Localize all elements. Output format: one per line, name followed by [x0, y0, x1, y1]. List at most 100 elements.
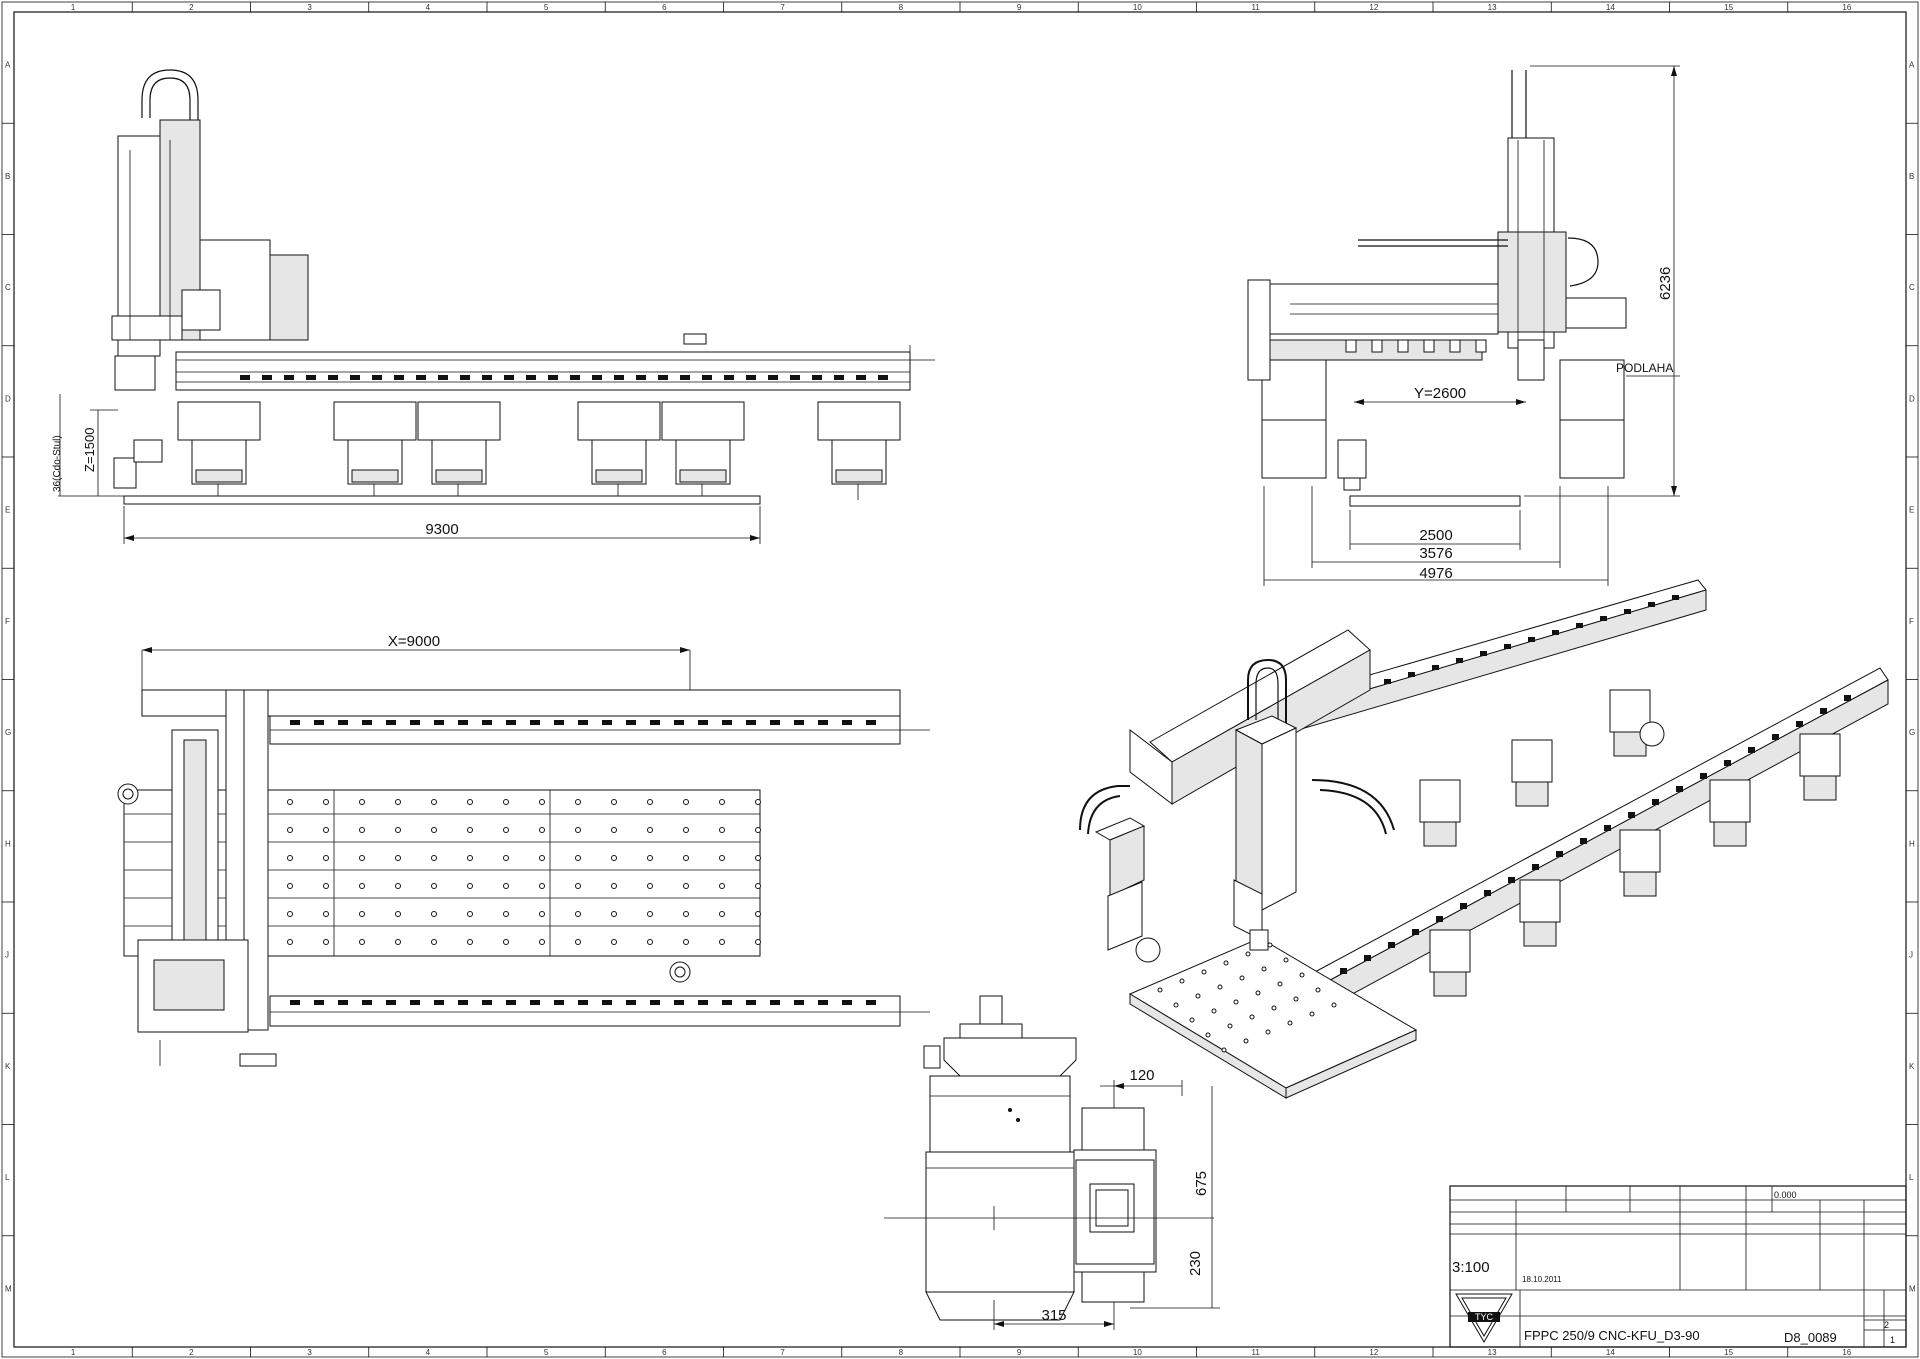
rail-leg — [1419, 779, 1461, 823]
dim-675: 675 — [1193, 1171, 1210, 1196]
rail-slot — [578, 1000, 588, 1005]
rail-slot — [790, 375, 800, 380]
rail-leg — [1519, 879, 1561, 923]
dim-2500: 2500 — [1419, 527, 1452, 544]
rail-slot — [650, 720, 660, 725]
table-hole — [395, 911, 401, 917]
table-hole — [1249, 1014, 1255, 1020]
rail-slot — [410, 720, 420, 725]
rail-slot — [698, 720, 708, 725]
rail-slot — [578, 720, 588, 725]
dim-3576: 3576 — [1419, 545, 1452, 562]
grid-col-label: 6 — [662, 1348, 667, 1357]
table-hole — [1223, 960, 1229, 966]
rail-slot — [722, 1000, 732, 1005]
rail-slot — [1600, 616, 1607, 621]
side-view: 9300 Z=1500 36(Cdo-Stul) — [52, 69, 935, 544]
table-hole — [287, 883, 293, 889]
rail-slot — [1580, 838, 1587, 844]
support-leg — [595, 469, 643, 483]
table-hole — [1189, 1017, 1195, 1023]
rail-slot — [482, 1000, 492, 1005]
grid-row-label: F — [5, 617, 10, 626]
table-hole — [1265, 1029, 1271, 1035]
rail-slot — [570, 375, 580, 380]
sheet-number: 2 — [1884, 1320, 1889, 1330]
rail-leg — [1713, 821, 1747, 847]
mass-value: 0.000 — [1774, 1190, 1797, 1200]
rail-leg — [1623, 871, 1657, 897]
grid-col-label: 15 — [1724, 1348, 1733, 1357]
rail-slot — [1772, 734, 1779, 740]
table-hole — [719, 799, 725, 805]
table-hole — [323, 883, 329, 889]
rail-leg — [1423, 821, 1457, 847]
support-leg — [177, 401, 261, 441]
table-hole — [503, 855, 509, 861]
table-hole — [395, 855, 401, 861]
grid-col-label: 5 — [544, 1348, 549, 1357]
table-hole — [683, 827, 689, 833]
grid-row-label: E — [1909, 506, 1914, 515]
rail-slot — [1532, 864, 1539, 870]
rail-slot — [262, 375, 272, 380]
grid-col-label: 6 — [662, 3, 667, 12]
grid-row-label: C — [5, 283, 11, 292]
rail-slot — [674, 1000, 684, 1005]
rail-slot — [1528, 637, 1535, 642]
grid-col-label: 14 — [1606, 3, 1615, 12]
support-leg — [351, 469, 399, 483]
grid-col-label: 9 — [1017, 3, 1022, 12]
table-hole — [575, 939, 581, 945]
table-hole — [1309, 1011, 1315, 1017]
support-leg — [817, 401, 901, 441]
grid-col-label: 15 — [1724, 3, 1733, 12]
grid-row-label: H — [1909, 839, 1915, 848]
table-hole — [1239, 975, 1245, 981]
grid-row-label: H — [5, 839, 11, 848]
grid-row-label: C — [1909, 283, 1915, 292]
rail-slot — [438, 375, 448, 380]
rail-leg — [1799, 733, 1841, 777]
rail-slot — [482, 720, 492, 725]
table-hole — [719, 939, 725, 945]
table-hole — [1277, 981, 1283, 987]
rail-slot — [1436, 916, 1443, 922]
title-block: TYC 3:100 18.10.2011 FPPC 250/9 CNC-KFU_… — [1449, 1185, 1907, 1348]
rail-leg — [1515, 781, 1549, 807]
beam-slot — [1449, 339, 1461, 353]
dim-4976: 4976 — [1419, 565, 1452, 582]
rail-slot — [1552, 630, 1559, 635]
grid-col-label: 4 — [426, 3, 431, 12]
support-leg — [679, 469, 727, 483]
rail-slot — [458, 720, 468, 725]
table-hole — [1283, 957, 1289, 963]
dim-9300: 9300 — [425, 521, 458, 538]
table-hole — [575, 827, 581, 833]
table-hole — [575, 799, 581, 805]
table-hole — [539, 939, 545, 945]
grid-row-label: E — [5, 506, 10, 515]
grid-col-label: 12 — [1369, 1348, 1378, 1357]
table-hole — [467, 799, 473, 805]
rail-leg — [1511, 739, 1553, 783]
rail-slot — [1340, 968, 1347, 974]
rail-slot — [698, 1000, 708, 1005]
table-hole — [1195, 993, 1201, 999]
table-hole — [359, 799, 365, 805]
grid-col-label: 1 — [71, 1348, 76, 1357]
rail-slot — [338, 1000, 348, 1005]
table-hole — [755, 855, 761, 861]
support-leg — [835, 469, 883, 483]
rail-slot — [290, 720, 300, 725]
table-hole — [1201, 969, 1207, 975]
table-hole — [431, 939, 437, 945]
table-hole — [683, 855, 689, 861]
rail-slot — [434, 1000, 444, 1005]
dim-120: 120 — [1129, 1067, 1154, 1084]
rail-slot — [1796, 721, 1803, 727]
beam-slot — [1397, 339, 1409, 353]
dim-315: 315 — [1041, 1307, 1066, 1324]
rail-slot — [1672, 595, 1679, 600]
table-hole — [395, 883, 401, 889]
